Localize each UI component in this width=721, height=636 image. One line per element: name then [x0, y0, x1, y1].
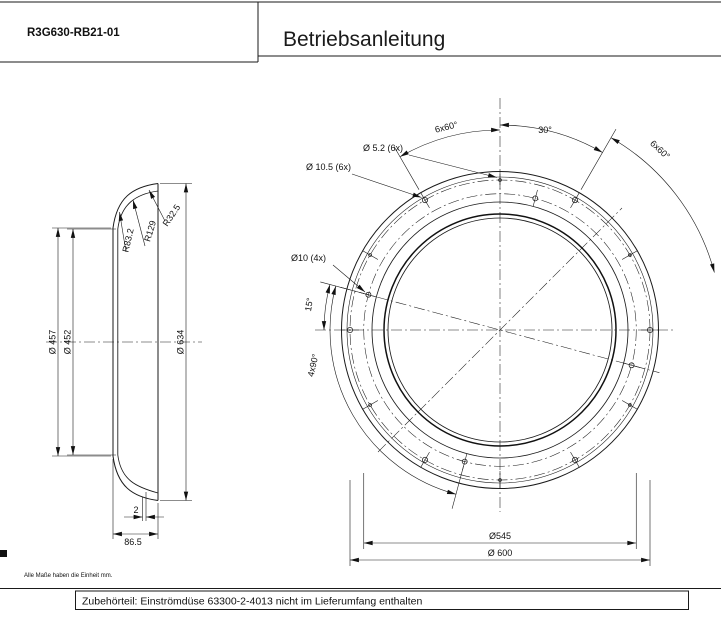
- dim-angles-left: 15° 4x90°: [303, 281, 464, 509]
- holes-5-2-callout: Ø 5.2 (6x): [363, 143, 403, 153]
- units-note: Alle Maße haben die Einheit mm.: [24, 573, 113, 579]
- bolt-circle-600-label: Ø 600: [488, 548, 513, 558]
- dim-depth: 86.5: [112, 459, 159, 547]
- centerlines: [315, 98, 675, 512]
- radius-129-label: R129: [142, 219, 158, 242]
- dim-angles-top: 30° 6x60° 6x60°: [393, 119, 715, 273]
- depth-dim-label: 86.5: [124, 537, 142, 547]
- hole-callouts: Ø 10.5 (6x) Ø 5.2 (6x) Ø10 (4x): [291, 143, 498, 293]
- dim-dia-452-label: Ø 452: [63, 330, 73, 355]
- dim-bolt-circle-600: Ø 600: [349, 480, 651, 566]
- dim-dia-634-label: Ø 634: [176, 330, 186, 355]
- part-number: R3G630-RB21-01: [27, 27, 120, 39]
- accessory-note-box: [75, 590, 689, 610]
- footer: Alle Maße haben die Einheit mm. Zubehört…: [0, 550, 721, 610]
- front-view: 30° 6x60° 6x60° 15° 4x90° Ø 10.5 (6x) Ø …: [291, 98, 715, 566]
- page-title: Betriebsanleitung: [283, 28, 445, 51]
- thickness-dim-label: 2: [133, 505, 138, 515]
- radius-callouts: R32.5 R129 R83.2: [118, 189, 183, 253]
- holes-10-5-callout: Ø 10.5 (6x): [306, 162, 351, 172]
- accessory-note: Zubehörteil: Einströmdüse 63300-2-4013 n…: [82, 596, 422, 608]
- bolt-circle-545-label: Ø545: [489, 531, 511, 541]
- angle-6x60-left-label: 6x60°: [434, 119, 459, 134]
- angle-4x90-label: 4x90°: [306, 353, 321, 378]
- header: R3G630-RB21-01 Betriebsanleitung: [0, 1, 721, 63]
- dim-dia-634: Ø 634: [160, 183, 192, 501]
- angle-15-label: 15°: [303, 297, 315, 313]
- dim-dia-457: Ø 457: [48, 227, 111, 457]
- angle-30-label: 30°: [538, 125, 552, 135]
- section-view: Ø 457 Ø 452 Ø 634 R32.5 R129 R83.2: [46, 183, 202, 547]
- dim-dia-457-label: Ø 457: [48, 330, 58, 355]
- angle-6x60-right-label: 6x60°: [648, 138, 672, 161]
- dim-bolt-circle-545: Ø545: [363, 473, 637, 549]
- dim-dia-452: Ø 452: [63, 228, 116, 456]
- page-edge-mark: [0, 550, 7, 557]
- radius-32-5-label: R32.5: [161, 203, 183, 229]
- holes-10-callout: Ø10 (4x): [291, 253, 326, 263]
- dim-thickness: 2: [124, 492, 164, 521]
